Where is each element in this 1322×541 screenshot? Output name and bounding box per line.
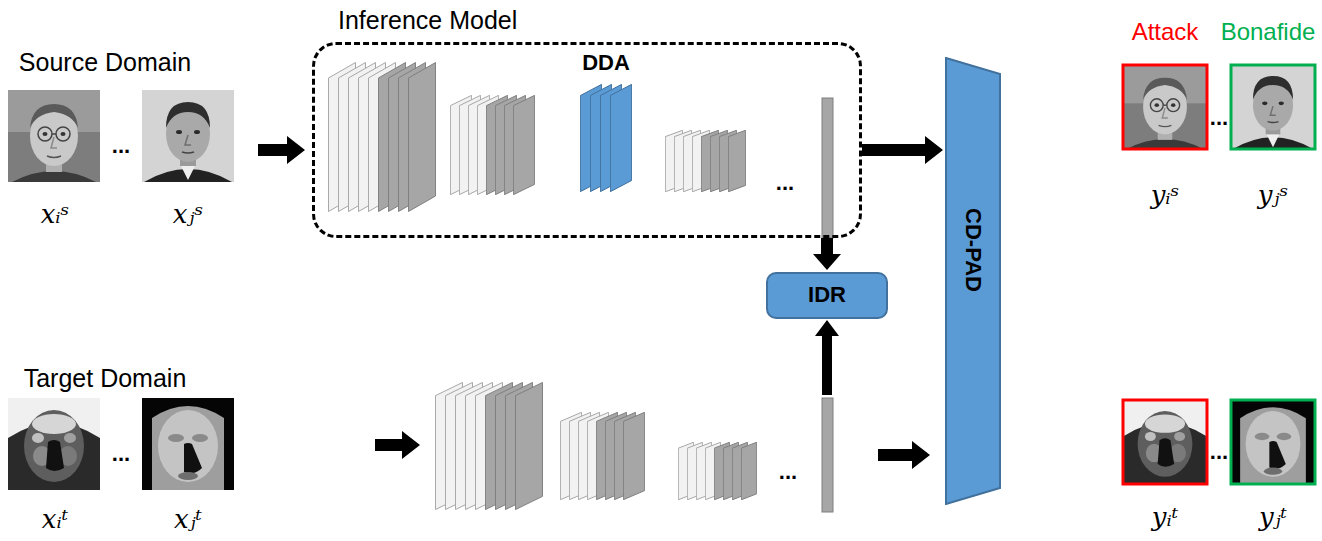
- ellipsis: ...: [112, 441, 130, 467]
- source-face-image: [142, 90, 234, 182]
- conv-layer-stack: [450, 95, 534, 194]
- math-symbol: xᵢˢ: [41, 199, 70, 230]
- node-label: IDR: [808, 282, 846, 308]
- ellipsis: ...: [1210, 105, 1228, 131]
- target-face-image: [8, 398, 100, 490]
- node-label: Inference Model: [338, 5, 517, 35]
- feature-map: [741, 442, 756, 500]
- feature-vector: [822, 398, 833, 512]
- ellipsis: ...: [112, 133, 130, 159]
- conv-layer-stack: [560, 412, 644, 499]
- domain-heading: Target Domain: [24, 363, 187, 393]
- attack-frame: [1123, 400, 1207, 484]
- node-label: CD-PAD: [960, 208, 986, 292]
- conv-layer-stack: [435, 382, 542, 509]
- conv-layer-stack: [328, 63, 435, 212]
- math-symbol: yᵢˢ: [1151, 180, 1180, 211]
- output-face-image: [1123, 65, 1207, 149]
- output-face-image: [1231, 400, 1315, 484]
- flow-arrow: [862, 136, 943, 164]
- math-symbol: yᵢᵗ: [1152, 502, 1178, 533]
- ellipsis: ...: [779, 459, 797, 485]
- bonafide-frame: [1231, 65, 1315, 149]
- conv-layer-stack: [665, 130, 745, 192]
- flow-arrow: [813, 238, 841, 270]
- node-label: DDA: [566, 50, 646, 76]
- feature-arrow: [815, 320, 839, 395]
- feature-map: [515, 382, 542, 509]
- ellipsis: ...: [1210, 439, 1228, 465]
- domain-heading: Source Domain: [19, 47, 191, 77]
- class-label: Attack: [1132, 18, 1199, 47]
- dda-layer-stack: [580, 84, 631, 191]
- conv-layer-stack: [678, 442, 756, 500]
- dda-module: DDA: [566, 46, 646, 194]
- feature-map: [408, 63, 435, 212]
- target-face-image: [142, 398, 234, 490]
- input-arrow: [258, 136, 305, 164]
- feature-arrow: [878, 441, 930, 469]
- output-face-image: [1231, 65, 1315, 149]
- inference-model-box: DDAInference Model: [312, 42, 862, 238]
- idr-module: IDR: [766, 272, 888, 319]
- math-symbol: yⱼˢ: [1258, 180, 1288, 211]
- math-symbol: xⱼˢ: [173, 199, 203, 230]
- output-face-image: [1123, 400, 1207, 484]
- feature-map: [728, 130, 745, 192]
- math-symbol: yⱼᵗ: [1259, 502, 1287, 533]
- feature-map: [610, 84, 631, 191]
- feature-map: [513, 95, 534, 194]
- feature-map: [623, 412, 644, 499]
- feature-vector: [822, 98, 833, 238]
- source-face-image: [8, 90, 100, 182]
- class-label: Bonafide: [1221, 18, 1316, 47]
- math-symbol: xⱼᵗ: [174, 504, 202, 535]
- input-arrow: [375, 431, 420, 459]
- math-symbol: xᵢᵗ: [42, 504, 68, 535]
- trapezoid-shape: [946, 58, 1000, 504]
- ellipsis: ...: [776, 170, 794, 196]
- cd-pad-classifier: CD-PAD: [945, 57, 1001, 505]
- bonafide-frame: [1231, 400, 1315, 484]
- attack-frame: [1123, 65, 1207, 149]
